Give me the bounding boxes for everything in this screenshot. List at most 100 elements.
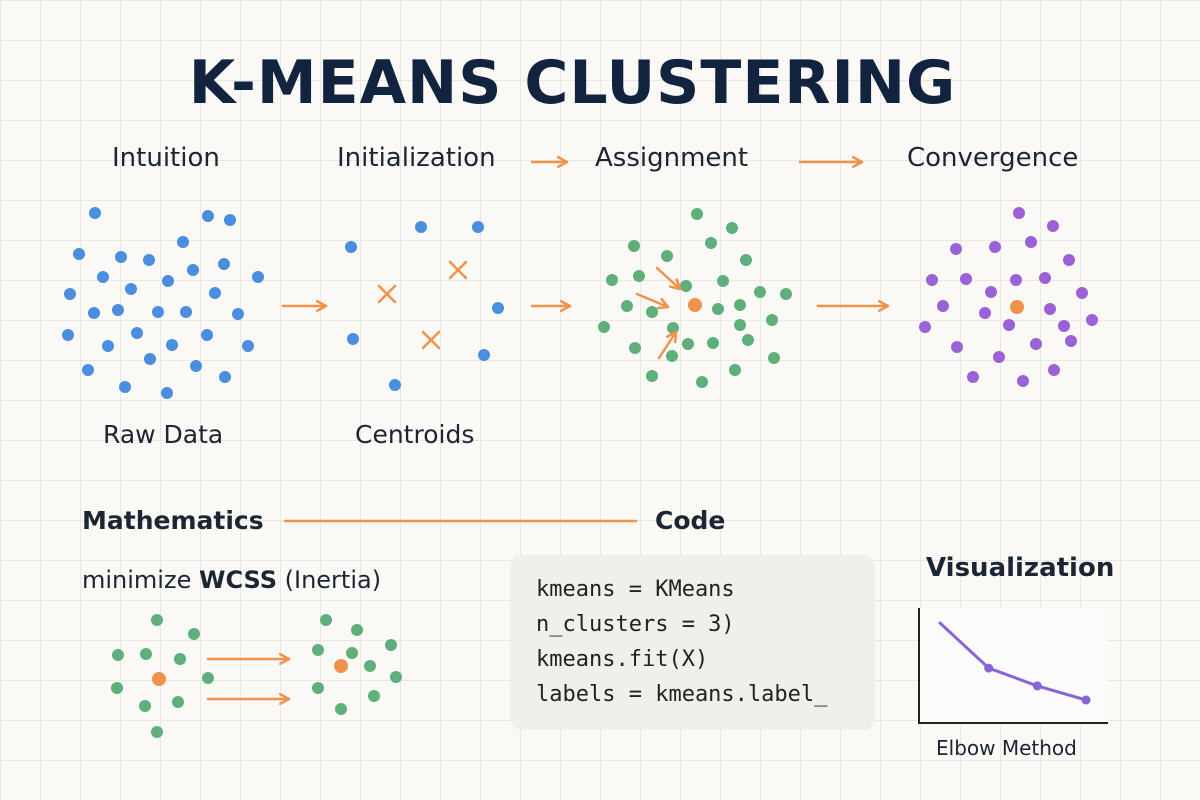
converged-point [993,351,1005,363]
elbow-point [1081,695,1091,705]
assigned-point [707,337,719,349]
code-line-1: kmeans = KMeans [536,577,735,602]
raw-data-point [242,340,254,352]
assigned-point [742,334,754,346]
raw-data-point [89,207,101,219]
assigned-point [629,342,641,354]
raw-data-point [219,371,231,383]
raw-data-point [125,283,137,295]
raw-data-point [115,251,127,263]
raw-data-point [144,353,156,365]
assigned-point [712,303,724,315]
init-data-point [347,333,359,345]
converged-point [989,241,1001,253]
converged-point [979,307,991,319]
wcss-point-before [174,653,186,665]
converged-point [1025,236,1037,248]
code-line-2: n_clusters = 3) [536,612,735,637]
elbow-point [984,663,994,673]
assigned-point [696,376,708,388]
elbow-line [938,621,1088,702]
caption-raw-data: Raw Data [103,420,224,449]
wcss-point-after [368,690,380,702]
wcss-point-before [202,672,214,684]
elbow-chart-area [918,608,1108,724]
initial-centroid-marker [448,260,468,280]
wcss-point-after [390,671,402,683]
converged-point [967,371,979,383]
wcss-point-after [346,647,358,659]
flow-arrow [851,155,864,169]
raw-data-point [62,329,74,341]
code-line-4: labels = kmeans.label_ [536,682,828,707]
raw-data-point [119,381,131,393]
raw-data-point [88,307,100,319]
formula-prefix: minimize [82,566,199,594]
converged-point [1063,254,1075,266]
raw-data-point [143,254,155,266]
assigned-point [598,321,610,333]
raw-data-point [64,288,76,300]
assigned-point [680,280,692,292]
assigned-point [729,364,741,376]
init-data-point [478,349,490,361]
assigned-point [646,306,658,318]
wcss-point-after [312,682,324,694]
caption-centroids: Centroids [355,420,475,449]
converged-point [985,286,997,298]
assignment-arrow [665,330,678,344]
raw-data-point [131,327,143,339]
converged-point [1058,320,1070,332]
raw-data-point [180,306,192,318]
assigned-point [646,370,658,382]
converged-point [951,341,963,353]
raw-data-point [201,329,213,341]
assigned-point [754,286,766,298]
assignment-centroid [688,298,702,312]
section-label-mathematics: Mathematics [82,506,264,535]
convergence-centroid [1010,300,1024,314]
stage-label-initialization: Initialization [337,143,496,173]
init-data-point [492,302,504,314]
assignment-arrow [655,266,682,291]
elbow-method-caption: Elbow Method [936,736,1077,760]
formula-bold: WCSS [198,566,277,594]
wcss-point-after [385,639,397,651]
converged-point [1017,375,1029,387]
raw-data-point [162,275,174,287]
converged-point [919,321,931,333]
raw-data-point [218,258,230,270]
wcss-point-after [320,614,332,626]
raw-data-point [252,271,264,283]
wcss-point-after [312,644,324,656]
assignment-arrow [635,292,670,309]
raw-data-point [73,248,85,260]
wcss-arrow [278,652,291,666]
assigned-point [621,300,633,312]
flow-arrow [556,155,569,169]
initial-centroid-marker [421,330,441,350]
wcss-centroid-before [152,672,166,686]
raw-data-point [82,364,94,376]
raw-data-point [209,287,221,299]
wcss-point-after [351,624,363,636]
raw-data-point [112,304,124,316]
raw-data-point [187,264,199,276]
assigned-point [740,254,752,266]
raw-data-point [232,308,244,320]
converged-point [1086,314,1098,326]
assigned-point [726,222,738,234]
raw-data-point [161,387,173,399]
formula-suffix: (Inertia) [277,566,382,594]
wcss-point-after [335,703,347,715]
assigned-point [691,208,703,220]
raw-data-point [102,340,114,352]
converged-point [1044,303,1056,315]
assigned-point [780,288,792,300]
converged-point [1039,272,1051,284]
wcss-centroid-after [334,659,348,673]
stage-label-intuition: Intuition [112,143,220,173]
flow-arrow [877,299,890,313]
assignment-arrow [669,278,682,291]
raw-data-point [202,210,214,222]
